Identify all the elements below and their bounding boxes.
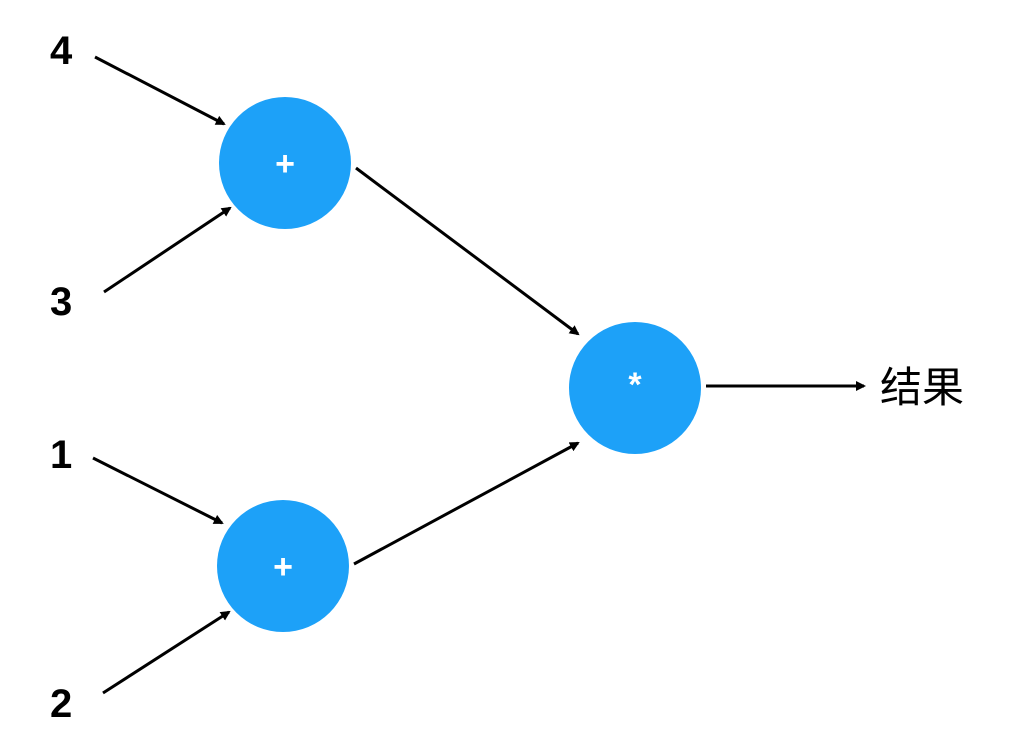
multiply-node: *: [569, 322, 701, 454]
input-label-3: 3: [50, 280, 72, 324]
multiply-node-circle: [569, 322, 701, 454]
edge-3-to-add-top: [103, 206, 232, 294]
edge-1-to-add-bottom: [92, 456, 224, 525]
add-node-top-circle: [219, 97, 351, 229]
input-label-4: 4: [50, 29, 73, 73]
edge-add-bottom-to-multiply: [353, 441, 580, 566]
add-node-bottom-label: +: [273, 548, 293, 586]
edge-add-top-to-multiply: [355, 166, 580, 336]
input-label-2: 2: [50, 682, 72, 726]
edge-4-to-add-top: [94, 55, 226, 126]
add-node-top: +: [219, 97, 351, 229]
result-label: 结果: [880, 363, 964, 412]
add-node-top-label: +: [275, 145, 295, 183]
add-node-bottom-circle: [217, 500, 349, 632]
edge-2-to-add-bottom: [102, 610, 231, 695]
input-label-1: 1: [50, 433, 72, 477]
add-node-bottom: +: [217, 500, 349, 632]
multiply-node-label: *: [628, 366, 642, 404]
